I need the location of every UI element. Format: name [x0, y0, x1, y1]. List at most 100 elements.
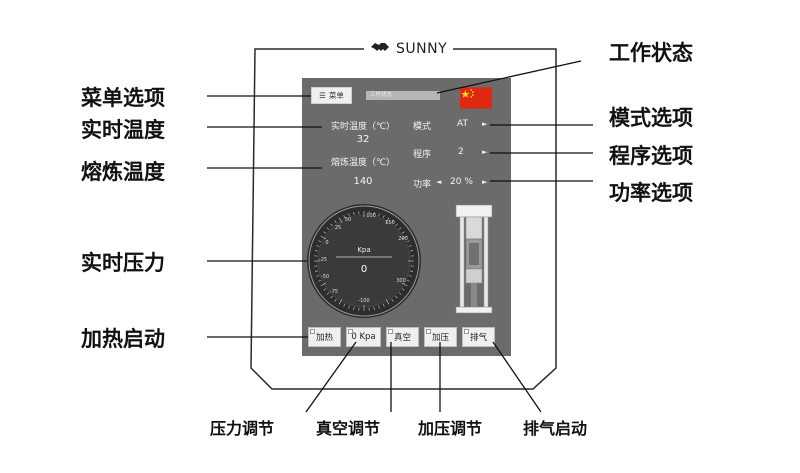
melt-temp-value: 140 — [353, 176, 373, 187]
callout-pressure-adjust: 压力调节 — [210, 419, 275, 438]
callout-realtime-temp: 实时温度 — [81, 118, 165, 142]
gauge-tick-mark — [395, 295, 398, 299]
callout-program-options: 程序选项 — [609, 144, 693, 168]
mode-next-arrow[interactable]: ► — [482, 120, 488, 128]
gauge-tick-label: -75 — [330, 289, 338, 295]
gauge-tick-mark — [373, 212, 375, 216]
menu-button[interactable]: ☰ 菜单 — [311, 87, 352, 104]
status-bar: 工作状态 — [366, 91, 440, 100]
gauge-tick-mark — [318, 240, 322, 243]
melt-temp-label: 熔炼温度（℃） — [330, 158, 396, 168]
gauge-tick-label: 200 — [398, 236, 408, 242]
gauge-tick-mark — [401, 235, 408, 240]
callout-menu-options: 菜单选项 — [81, 86, 165, 110]
program-label: 程序 — [413, 150, 432, 160]
power-value: 20 % — [450, 177, 473, 187]
gauge-tick-mark — [315, 250, 319, 252]
callout-vacuum-adjust: 真空调节 — [316, 419, 381, 438]
gauge-tick-mark — [338, 298, 343, 305]
realtime-temp-value: 32 — [356, 134, 370, 145]
gauge-tick-mark — [330, 223, 333, 227]
gauge-tick-label: 50 — [345, 217, 351, 223]
callout-work-status: 工作状态 — [609, 41, 693, 65]
exhaust-button[interactable]: 排气 — [462, 327, 495, 347]
callout-power-options: 功率选项 — [609, 181, 693, 205]
vacuum-button[interactable]: 真空 — [386, 327, 419, 347]
gauge-tick-mark — [398, 292, 402, 295]
gauge-tick-mark — [323, 231, 327, 234]
mode-value[interactable]: AT — [457, 119, 468, 129]
callout-exhaust-start: 排气启动 — [523, 419, 588, 438]
menu-icon: ☰ — [319, 91, 326, 100]
gauge-tick-mark — [382, 215, 385, 219]
program-value[interactable]: 2 — [458, 147, 464, 157]
gauge-tick-mark — [382, 303, 385, 307]
gauge-tick-mark — [330, 295, 333, 299]
gauge-tick-mark — [353, 306, 355, 310]
gauge-tick-label: 300 — [396, 278, 406, 284]
gauge-tick-mark — [401, 282, 408, 287]
handshake-icon — [370, 41, 390, 57]
callout-realtime-pressure: 实时压力 — [81, 251, 165, 275]
gauge-tick-mark — [398, 227, 402, 230]
gauge-tick-mark — [406, 279, 410, 282]
gauge-tick-mark — [395, 223, 398, 227]
gauge-tick-label: 150 — [385, 220, 395, 226]
power-prev-arrow[interactable]: ◄ — [436, 178, 442, 186]
gauge-tick-mark — [343, 215, 346, 219]
control-screen: ☰ 菜单 工作状态 实时温度（℃） 32 熔炼温度（℃） 140 模式 AT ►… — [302, 78, 511, 356]
gauge-tick-mark — [316, 275, 320, 277]
gauge-tick-mark — [409, 270, 413, 272]
gauge-tick-mark — [348, 305, 350, 309]
pressurize-button[interactable]: 加压 — [424, 327, 457, 347]
callout-mode-options: 模式选项 — [609, 106, 693, 130]
gauge-tick-mark — [409, 250, 413, 252]
gauge-tick-label: 0 — [325, 240, 328, 246]
gauge-tick-mark — [353, 212, 355, 216]
gauge-tick-label: 100 — [366, 213, 376, 219]
power-label: 功率 — [413, 180, 432, 190]
gauge-value: 0 — [361, 264, 367, 275]
gauge-tick-mark — [343, 303, 346, 307]
gauge-tick-mark — [334, 220, 337, 224]
gauge-tick-mark — [406, 240, 410, 243]
china-flag-icon[interactable] — [460, 87, 492, 109]
realtime-temp-label: 实时温度（℃） — [330, 122, 396, 132]
mode-label: 模式 — [413, 122, 432, 132]
gauge-tick-mark — [401, 231, 405, 234]
gauge-tick-mark — [334, 298, 337, 302]
gauge-tick-mark — [391, 220, 394, 224]
gauge-tick-mark — [318, 279, 322, 282]
gauge-tick-mark — [385, 217, 390, 224]
gauge-tick-mark — [315, 270, 319, 272]
brand-logo: SUNNY — [364, 38, 454, 60]
gauge-tick-mark — [320, 282, 327, 287]
menu-button-label: 菜单 — [328, 91, 344, 100]
gauge-tick-mark — [338, 217, 343, 224]
gauge-tick-mark — [326, 227, 330, 230]
heat-button[interactable]: 加热 — [308, 327, 341, 347]
gauge-tick-label: -100 — [358, 298, 369, 304]
gauge-tick-mark — [316, 245, 320, 247]
gauge-tick-mark — [326, 292, 330, 295]
pressure-gauge: -100 -75 -50 -25 0 25 50 100 150 200 300… — [307, 204, 421, 318]
gauge-tick-mark — [378, 305, 380, 309]
callout-melt-temp: 熔炼温度 — [81, 160, 165, 184]
gauge-tick-mark — [373, 306, 375, 310]
gauge-tick-mark — [348, 213, 350, 217]
pressure-adjust-button[interactable]: 0 Kpa — [346, 327, 381, 347]
piston-cylinder-illustration — [455, 204, 493, 314]
gauge-tick-mark — [408, 275, 412, 277]
callout-heat-start: 加热启动 — [81, 327, 165, 351]
gauge-tick-mark — [323, 288, 327, 291]
gauge-tick-label: 25 — [335, 225, 341, 231]
power-next-arrow[interactable]: ► — [482, 178, 488, 186]
gauge-tick-mark — [391, 298, 394, 302]
program-next-arrow[interactable]: ► — [482, 148, 488, 156]
gauge-tick-label: -25 — [319, 257, 327, 263]
brand-name: SUNNY — [396, 41, 448, 57]
gauge-tick-mark — [401, 288, 405, 291]
gauge-tick-mark — [385, 298, 390, 305]
gauge-tick-mark — [320, 235, 327, 240]
gauge-tick-mark — [378, 213, 380, 217]
